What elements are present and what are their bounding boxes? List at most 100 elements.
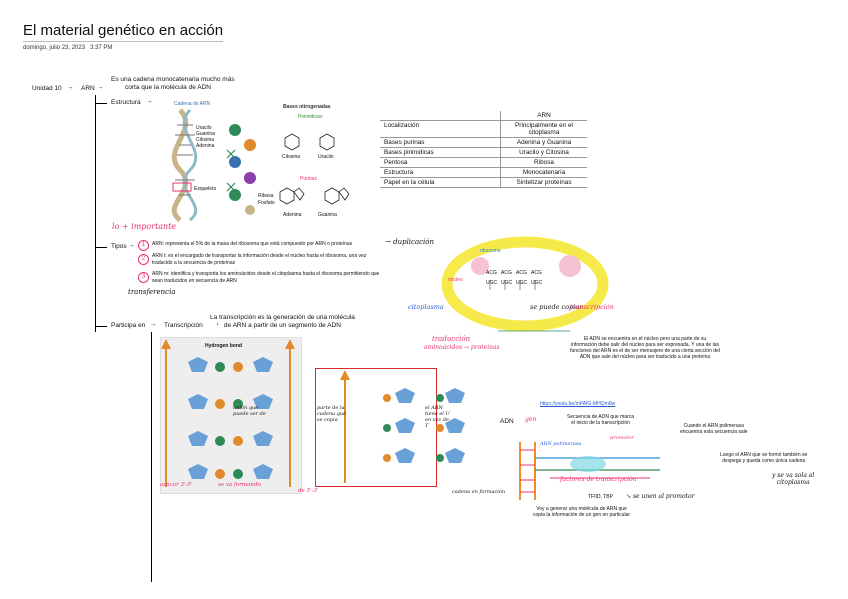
estructura-label: Estructura bbox=[111, 99, 141, 106]
page-date: domingo, julio 23, 2023 3:37 PM bbox=[23, 45, 112, 51]
importante-note: lo + importante bbox=[112, 222, 177, 231]
gene-label: gen bbox=[525, 416, 537, 423]
union-note: unión que puede ser de bbox=[233, 405, 266, 417]
base-guanina: Guanina bbox=[196, 131, 215, 137]
cadena-label: Cadena de ARN bbox=[174, 101, 211, 107]
tipo-1-text: ARN: representa el 5% de la masa del rib… bbox=[152, 241, 353, 247]
codon-seq-3: UGC bbox=[516, 280, 528, 286]
video-link[interactable]: https://youtu.be/mPAfG-MHQm8w bbox=[540, 401, 616, 407]
tipo-number: 3 bbox=[138, 272, 149, 283]
cell-diagram bbox=[441, 236, 609, 332]
codon-3: ACG bbox=[516, 270, 527, 276]
transcripcion-spine bbox=[151, 332, 152, 582]
arrow-icon: → bbox=[146, 98, 153, 105]
participa-label: Participa en bbox=[111, 322, 146, 329]
guanina-label: Guanina bbox=[318, 212, 337, 218]
transcripcion-definition: La transcripción es la generación de una… bbox=[210, 314, 355, 330]
adenina-label: Adenina bbox=[283, 212, 302, 218]
hydrogen-bond-label: Hydrogen bond bbox=[205, 343, 242, 349]
tipo-number: 2 bbox=[138, 254, 149, 265]
citosina-label: Citosina bbox=[282, 154, 301, 160]
codon-1: ACG bbox=[486, 270, 497, 276]
u-note: el ARN tiene el U en vez de T bbox=[425, 405, 450, 429]
promoter-text-2-l1: Cuando el ARN polimerasa bbox=[683, 423, 744, 429]
table-header: ARN bbox=[500, 111, 587, 121]
tipo-3-text2: sean traducidos en secuencia de ARN bbox=[152, 278, 237, 284]
dna-strand-figure bbox=[161, 339, 295, 487]
arrow-down-icon: ↓ bbox=[216, 320, 220, 327]
definition-line-1: Es una cadena monocatenaria mucho más bbox=[111, 76, 235, 83]
transcription-strand-figure bbox=[340, 370, 465, 483]
tipo-number: 1 bbox=[138, 240, 149, 251]
base-citosina: Citosina bbox=[196, 137, 215, 143]
promoter-text-3-l2: despega y queda como única cadena bbox=[722, 458, 806, 464]
codon-seq-2: UGC bbox=[501, 280, 513, 286]
copiar-label: se puede copiar bbox=[530, 303, 583, 311]
arrow-icon: → bbox=[67, 84, 74, 91]
transcripcion-def-1: La transcripción es la generación de una… bbox=[210, 314, 355, 321]
sugar-note-1: azúcar 3'-5' bbox=[160, 482, 193, 488]
arrow-icon: → bbox=[150, 321, 157, 328]
base-uracilo: Uracilo bbox=[196, 125, 212, 131]
citoplasma-label: citoplasma bbox=[408, 303, 444, 311]
phosphate-label: Fosfato bbox=[258, 200, 275, 206]
outline-branch bbox=[95, 326, 107, 327]
sugar-note-3: de 5'-3' bbox=[298, 488, 319, 494]
promoter-text-1-l2: el inicio de la transcripción bbox=[571, 420, 630, 426]
cell-text-1: El ADN se encuentra en el núcleo pero un… bbox=[583, 336, 707, 342]
codon-seq-1: UGC bbox=[486, 280, 498, 286]
backbone-label: Esqueleto bbox=[194, 186, 217, 192]
tipo-2-text: ARN t: es el encargado de transportar la… bbox=[152, 253, 367, 259]
outline-branch bbox=[95, 247, 107, 248]
promoter-bottom-l2: copia la información de un gen en partic… bbox=[533, 512, 631, 518]
date-value: domingo, julio 23, 2023 bbox=[23, 45, 86, 51]
arrow-icon: → bbox=[97, 84, 104, 91]
tipos-label: Tipos bbox=[111, 243, 127, 250]
nucleo-label: núcleo bbox=[448, 277, 463, 283]
transcripcion-tag: transcripción bbox=[570, 303, 614, 311]
page-title: El material genético en acción bbox=[23, 22, 224, 42]
nitro-title: Bases nitrogenadas bbox=[283, 104, 331, 110]
codon-seq-4: UGC bbox=[531, 280, 543, 286]
arn-structure-figure bbox=[171, 108, 350, 222]
pirimidinas-label: Pirimidinas bbox=[298, 114, 323, 120]
cadena-note: cadena en formación bbox=[452, 489, 506, 495]
topic-label: ARN bbox=[81, 85, 95, 92]
codon-4: ACG bbox=[531, 270, 542, 276]
cell-text-2: información debe salir del núcleo para s… bbox=[571, 342, 719, 348]
time-value: 3:37 PM bbox=[90, 45, 113, 51]
tipo-3-text: ARN m: identifica y transporta los amino… bbox=[152, 271, 380, 277]
ribose-label: Ribosa bbox=[258, 193, 274, 199]
promotor-label: promotor bbox=[610, 435, 634, 441]
promoter-bottom-l1: Voy a generar una molécula de ARN que bbox=[536, 506, 627, 512]
unit-label: Unidad 10 bbox=[32, 85, 62, 92]
transferencia-note: transferencia bbox=[128, 288, 176, 296]
sugar-note-2: se va formando bbox=[218, 482, 261, 488]
promoter-text-4-a: y se va sola al bbox=[772, 472, 815, 479]
cell-text-3: funciones del ARN es el de ser mensajero… bbox=[570, 348, 720, 354]
tipo-2-text2: traducido a la secuencia de proteínas bbox=[152, 260, 236, 266]
uracilo-label: Uracilo bbox=[318, 154, 334, 160]
polimerasa-label: ARN polimerasa bbox=[540, 441, 582, 447]
promoter-text-1-l1: Secuencia de ADN que marca bbox=[567, 414, 634, 420]
cell-text-4: ADN que sale del núcleo para ser traduci… bbox=[579, 354, 711, 360]
transcripcion-def-2: de ARN a partir de un segmento de ADN bbox=[223, 322, 341, 329]
purinas-label: Purinas bbox=[300, 176, 317, 182]
hydrogen-bond-panel bbox=[160, 337, 302, 494]
aminoacidos-label: aminoácidos → proteínas bbox=[424, 344, 500, 351]
table-header-empty bbox=[380, 111, 501, 121]
promoter-text-3-l1: Luego el ARN que se formó también se bbox=[720, 452, 808, 458]
definition-line-2: corta que la molécula de ADN bbox=[125, 84, 211, 91]
tipo-1-tag: → duplicación bbox=[385, 238, 435, 246]
outline-spine bbox=[95, 95, 96, 332]
traduccion-label: traducción bbox=[432, 335, 471, 343]
se-unen-label: ↘ se unen al promotor bbox=[626, 493, 695, 500]
promoter-text-4-b: citoplasma bbox=[776, 479, 810, 486]
codon-2: ACG bbox=[501, 270, 512, 276]
